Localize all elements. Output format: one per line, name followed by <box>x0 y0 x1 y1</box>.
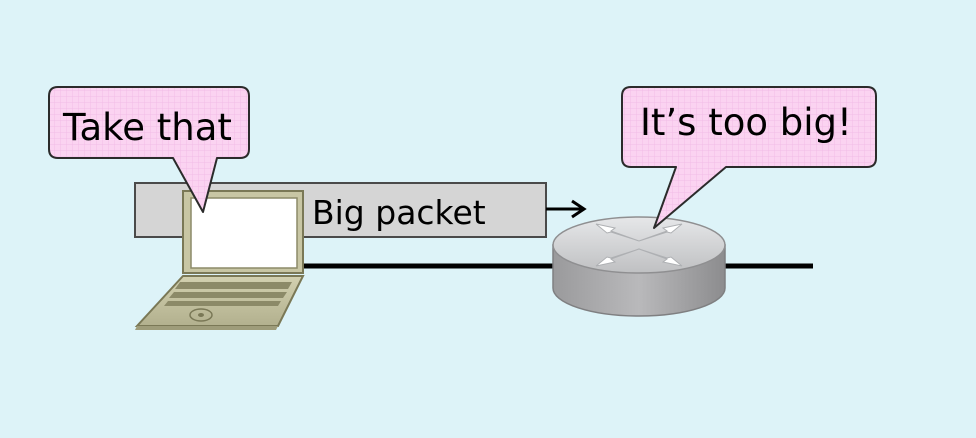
sender-callout-text: Take that <box>62 106 232 149</box>
arrow-right-icon <box>546 199 587 219</box>
router-callout: It’s too big! <box>621 86 877 229</box>
sender-callout: Take that <box>48 86 250 213</box>
packet-label: Big packet <box>312 193 486 232</box>
laptop-icon <box>134 190 305 330</box>
router-icon <box>552 216 726 317</box>
router-callout-text: It’s too big! <box>640 101 852 144</box>
